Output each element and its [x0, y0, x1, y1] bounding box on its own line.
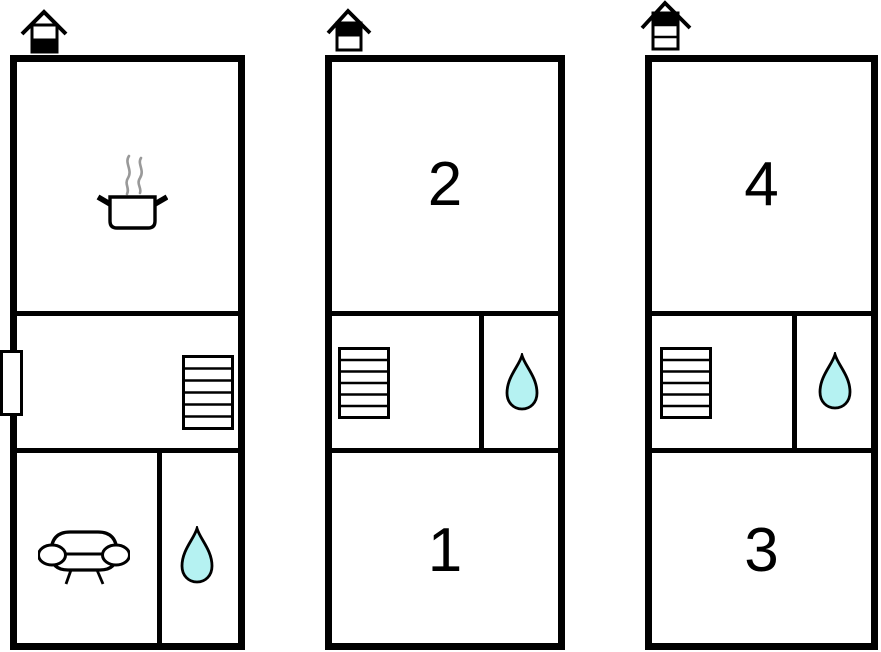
wall — [479, 313, 484, 450]
room-label-1: 1 — [427, 515, 463, 585]
room-label-4: 4 — [744, 150, 779, 219]
wall — [325, 448, 565, 453]
wall — [157, 450, 162, 650]
stairs-icon — [660, 347, 712, 419]
room-label-2: 2 — [427, 150, 463, 219]
entrance-door — [0, 350, 23, 416]
wall — [10, 311, 245, 316]
stairs-icon — [182, 355, 234, 430]
water-drop-icon — [818, 352, 852, 410]
stairs-icon — [338, 347, 390, 419]
wall — [10, 448, 245, 453]
water-drop-icon — [505, 353, 539, 411]
wall — [645, 448, 878, 453]
wall — [792, 313, 797, 450]
hotpot-icon — [96, 154, 168, 230]
house-level-indicator-attic-icon — [640, 0, 692, 51]
house-level-indicator-top-icon — [326, 8, 372, 52]
room-label-3: 3 — [744, 515, 779, 585]
water-drop-icon — [180, 526, 214, 584]
house-level-indicator-bottom-icon — [20, 9, 68, 54]
sofa-icon — [38, 530, 130, 585]
wall — [645, 311, 878, 316]
wall — [325, 311, 565, 316]
